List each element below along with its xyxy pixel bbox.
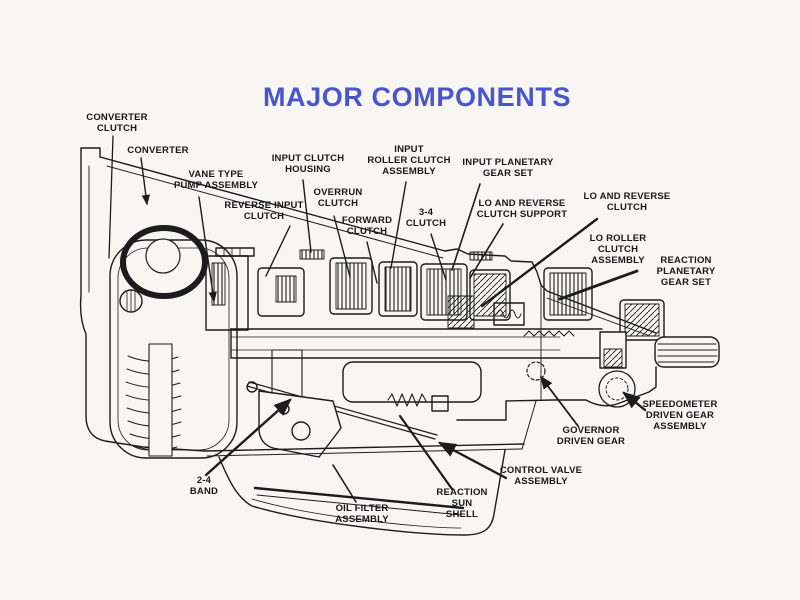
leader-lo-reverse-clutch <box>480 217 599 308</box>
label-converter-clutch: CONVERTER CLUTCH <box>86 112 148 134</box>
label-speedometer: SPEEDOMETER DRIVEN GEAR ASSEMBLY <box>642 399 718 432</box>
label-lo-reverse-clutch: LO AND REVERSE CLUTCH <box>583 191 671 213</box>
leader-2-4-band <box>204 398 292 477</box>
leader-control-valve <box>437 441 508 480</box>
label-reaction-planetary: REACTION PLANETARY GEAR SET <box>656 255 716 288</box>
main-shaft <box>230 328 603 359</box>
label-forward-clutch: FORWARD CLUTCH <box>341 215 393 237</box>
label-lo-roller-clutch: LO ROLLER CLUTCH ASSEMBLY <box>589 233 647 266</box>
label-input-planetary: INPUT PLANETARY GEAR SET <box>462 157 554 179</box>
label-governor: GOVERNOR DRIVEN GEAR <box>556 425 626 447</box>
torque-converter <box>109 225 238 459</box>
leader-input-planetary <box>451 183 481 271</box>
transmission-body <box>79 147 720 536</box>
label-input-roller-clutch: INPUT ROLLER CLUTCH ASSEMBLY <box>367 144 451 177</box>
leader-speedometer <box>622 391 647 412</box>
label-oil-filter: OIL FILTER ASSEMBLY <box>335 503 389 525</box>
valve-body <box>246 361 482 458</box>
leader-forward-clutch <box>366 241 378 284</box>
leader-3-4-clutch <box>430 233 447 281</box>
label-vane-type-pump: VANE TYPE PUMP ASSEMBLY <box>173 169 259 191</box>
leader-reverse-input-clutch <box>265 225 291 277</box>
label-overrun-clutch: OVERRUN CLUTCH <box>313 187 363 209</box>
leader-input-clutch-housing <box>302 179 312 253</box>
leader-lo-reverse-support <box>469 223 504 279</box>
leader-lo-roller-clutch <box>558 269 639 301</box>
label-3-4-clutch: 3-4 CLUTCH <box>405 207 447 229</box>
oil-pan <box>204 400 537 536</box>
label-input-clutch-housing: INPUT CLUTCH HOUSING <box>271 153 345 175</box>
planetary-gear-sets <box>447 269 665 341</box>
leader-input-roller-clutch <box>390 181 407 269</box>
leader-oil-filter <box>332 464 357 503</box>
bell-housing <box>79 147 446 452</box>
label-control-valve: CONTROL VALVE ASSEMBLY <box>499 465 583 487</box>
leader-lines <box>108 135 647 503</box>
leader-converter <box>140 157 150 206</box>
leader-reaction-sun-shell <box>398 414 454 491</box>
leader-overrun-clutch <box>333 215 351 278</box>
label-lo-reverse-support: LO AND REVERSE CLUTCH SUPPORT <box>476 198 568 220</box>
leader-converter-clutch <box>108 135 114 259</box>
label-reverse-input-clutch: REVERSE INPUT CLUTCH <box>224 200 304 222</box>
leader-governor <box>539 375 579 427</box>
label-2-4-band: 2-4 BAND <box>189 475 219 497</box>
clutch-packs <box>257 249 593 321</box>
label-reaction-sun-shell: REACTION SUN SHELL <box>436 487 488 520</box>
label-converter: CONVERTER <box>127 145 189 156</box>
oil-filter-plate <box>253 486 465 510</box>
page-title: MAJOR COMPONENTS <box>262 82 572 112</box>
leader-vane-pump <box>198 196 217 303</box>
